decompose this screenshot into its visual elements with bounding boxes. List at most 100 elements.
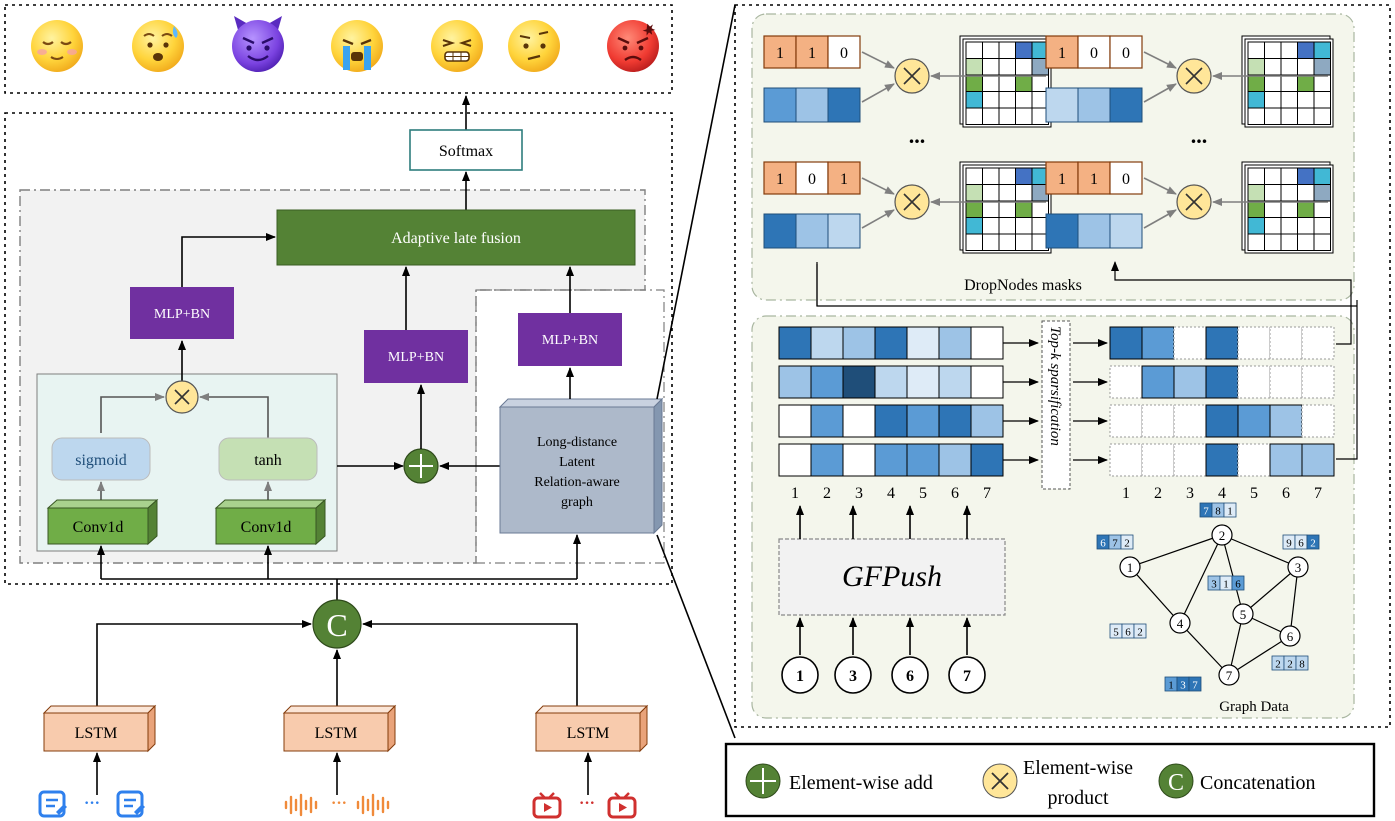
feature-row-cell	[906, 443, 940, 477]
column-index: 7	[983, 485, 991, 502]
matrix-cell	[1313, 74, 1331, 92]
matrix-cell	[982, 41, 1000, 59]
concat-legend-label: Concatenation	[1200, 772, 1316, 794]
matrix-cell	[1015, 41, 1033, 59]
node-feature-cell	[1133, 623, 1147, 639]
text-document-icon	[116, 790, 145, 818]
conv1d-block-left: Conv1d	[46, 498, 159, 546]
column-index: 7	[1314, 485, 1322, 502]
column-index: 1	[791, 485, 799, 502]
sparse-row-cell	[1237, 326, 1271, 360]
matrix-cell	[998, 41, 1016, 59]
feature-row-cell	[906, 365, 940, 399]
feature-cell	[795, 213, 829, 249]
tanh-box	[218, 437, 318, 481]
matrix-cell	[1313, 58, 1331, 76]
matrix-cell	[965, 184, 983, 202]
graph-node-label: 3	[1295, 560, 1302, 575]
feature-row-cell	[810, 443, 844, 477]
graph-node-label: 1	[1127, 560, 1134, 575]
matrix-cell	[1264, 217, 1282, 235]
matrix-cell	[998, 217, 1016, 235]
sparse-row-cell	[1269, 326, 1303, 360]
column-index: 4	[887, 485, 895, 502]
node-feature-value: 8	[1215, 506, 1221, 518]
matrix-cell	[1297, 107, 1315, 125]
audio-wave-icon	[284, 793, 318, 817]
matrix-cell	[982, 58, 1000, 76]
matrix-cell	[1015, 107, 1033, 125]
feature-row-cell	[778, 326, 812, 360]
feature-row-cell	[938, 443, 972, 477]
relieved-face-icon	[31, 20, 83, 72]
mask-arrow	[1143, 51, 1177, 69]
column-index: 2	[1154, 485, 1162, 502]
matrix-cell	[1280, 74, 1298, 92]
mlp-box-left	[130, 287, 234, 339]
feature-row-cell	[842, 326, 876, 360]
feature-row-cell	[778, 404, 812, 438]
node-feature-cell	[1306, 534, 1320, 550]
matrix-cell	[982, 217, 1000, 235]
feature-cell	[827, 87, 861, 123]
matrix-cell	[1280, 200, 1298, 218]
sparse-row-cell	[1141, 443, 1175, 477]
angry-face-icon	[607, 20, 659, 72]
sparse-row-cell	[1109, 443, 1143, 477]
mlp-label-middle: MLP+BN	[388, 350, 444, 365]
sweat-smile-face-icon	[132, 20, 184, 72]
matrix-cell	[965, 233, 983, 251]
dropnodes-label: DropNodes masks	[964, 277, 1082, 294]
column-index: 2	[823, 485, 831, 502]
graph-node	[1279, 625, 1301, 647]
node-feature-value: 5	[1113, 627, 1119, 639]
graph-node	[1218, 664, 1240, 686]
sparse-row-cell	[1141, 404, 1175, 438]
matrix-cell	[982, 107, 1000, 125]
feature-cell	[827, 213, 861, 249]
node-feature-value: 1	[1227, 506, 1233, 518]
matrix-cell	[1264, 91, 1282, 109]
matrix-cell	[1313, 107, 1331, 125]
graph-edge	[1221, 534, 1244, 615]
feature-arrow	[1143, 209, 1177, 229]
graph-node	[1169, 612, 1191, 634]
text-document-icon	[38, 790, 67, 818]
mask-cell-value: 1	[776, 171, 784, 188]
matrix-cell	[1297, 74, 1315, 92]
feature-cell	[795, 87, 829, 123]
detail-box	[734, 4, 1391, 728]
node-feature-value: 2	[1275, 659, 1281, 671]
mask-cell-value: 0	[1122, 45, 1130, 62]
node-feature-value: 6	[1125, 627, 1131, 639]
mask-cell	[1109, 35, 1143, 69]
node-feature-cell	[1223, 502, 1237, 518]
sigmoid-box	[51, 437, 151, 481]
feature-cell	[763, 87, 797, 123]
column-index: 6	[951, 485, 959, 502]
feature-cell	[1045, 87, 1079, 123]
conv1d-label-right: Conv1d	[241, 519, 292, 536]
matrix-cell	[1247, 41, 1265, 59]
mlp-box-right	[518, 313, 622, 366]
feature-row-cell	[938, 404, 972, 438]
graph-label-line-4: graph	[561, 495, 593, 510]
feature-row-cell	[970, 443, 1004, 477]
product-legend-label-1: Element-wise	[1023, 757, 1133, 779]
matrix-cell	[1313, 233, 1331, 251]
topk-label: Top-k sparsification	[1047, 326, 1063, 446]
video-play-icon	[532, 792, 562, 819]
graph-node-label: 4	[1177, 616, 1184, 631]
feature-row-cell	[938, 365, 972, 399]
emotion-output-box	[4, 4, 673, 94]
sparse-row-cell	[1237, 443, 1271, 477]
graph-edge	[1179, 534, 1223, 624]
audio-wave-icon	[356, 793, 390, 817]
node-feature-value: 2	[1310, 538, 1316, 550]
conv1d-block-right: Conv1d	[214, 498, 327, 546]
feature-cell	[1077, 213, 1111, 249]
softmax-box	[409, 129, 523, 171]
